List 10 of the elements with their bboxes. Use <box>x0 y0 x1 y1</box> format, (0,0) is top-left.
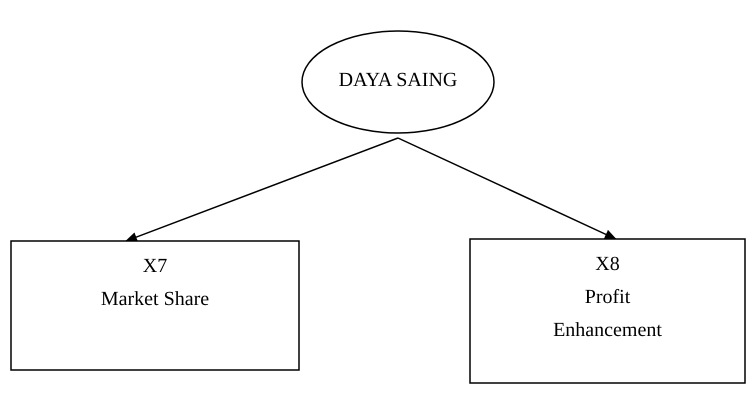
node-heading: X7 <box>142 254 168 279</box>
node-label: DAYA SAING <box>338 68 458 93</box>
ellipse-node <box>301 30 495 134</box>
arrow <box>125 137 398 242</box>
node-label: Profit Enhancement <box>552 285 663 343</box>
node-heading: X8 <box>595 252 620 277</box>
rect-node <box>10 240 300 371</box>
node-label: Market Share <box>100 287 210 312</box>
arrow <box>398 137 617 240</box>
rect-node <box>469 238 746 384</box>
